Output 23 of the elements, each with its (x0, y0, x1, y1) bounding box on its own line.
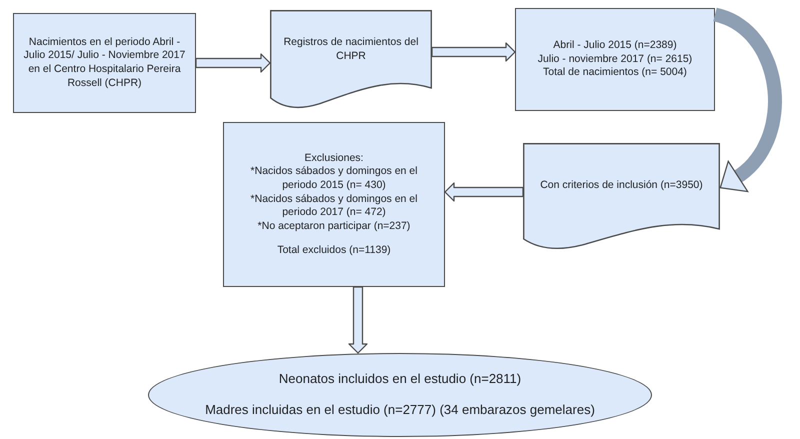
process-box (13, 13, 196, 113)
node-text: Neonatos incluidos en el estudio (n=2811) (278, 371, 522, 388)
node-text: *Nacidos sábados y domingos en el periodo 2015 (n= 430) (250, 165, 418, 193)
node-text: Registros de nacimientos del CHPR (282, 36, 420, 64)
node-text: Madres incluidas en el estudio (n=2777) (34 embarazos gemelares) (205, 402, 595, 419)
node-text: Con criterios de inclusión (n=3950) (540, 179, 703, 193)
node-text: Exclusiones: (304, 152, 364, 166)
node-text: *Nacidos sábados y domingos en el periodo 2017 (n= 472) (250, 192, 418, 220)
node-text: Nacimientos en el periodo Abril - Julio 2015/ Julio - Noviembre 2017 en el Centro Hospitalario Pereira Rossell (CHPR) (22, 36, 186, 90)
document-shape (523, 143, 720, 251)
block-arrow (348, 286, 368, 354)
document-shape (270, 10, 432, 110)
process-box (223, 122, 445, 287)
node-text: Total de nacimientos (n= 5004) (543, 66, 687, 80)
block-arrow (444, 182, 524, 202)
block-arrow (431, 42, 516, 62)
process-box (515, 8, 715, 111)
node-text: Total excluidos (n=1139) (277, 244, 391, 258)
node-text: Julio - noviembre 2017 (n= 2615) (538, 52, 692, 66)
block-arrow (195, 53, 271, 73)
node-text: Abril - Julio 2015 (n=2389) (553, 39, 677, 53)
curved-block-arrow (713, 8, 782, 192)
node-text: *No aceptaron participar (n=237) (258, 220, 410, 234)
